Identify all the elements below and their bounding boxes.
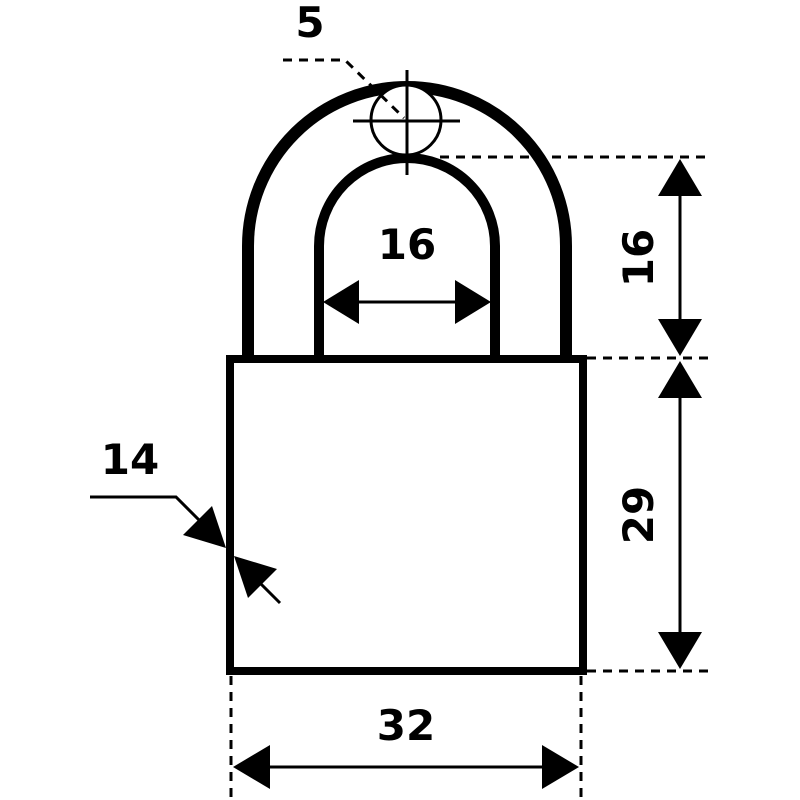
label-body-width: 32: [377, 701, 435, 750]
label-shackle-inner-width: 16: [378, 220, 436, 269]
arrowhead: [658, 319, 702, 356]
label-body-thickness: 14: [101, 435, 159, 484]
arrowhead: [658, 361, 702, 398]
arrowhead: [234, 556, 277, 598]
padlock-body: [226, 355, 587, 675]
arrowhead: [658, 632, 702, 669]
leader-diameter: [283, 58, 406, 120]
arrowhead: [323, 280, 359, 324]
arrowhead: [542, 745, 579, 789]
label-body-height: 29: [614, 486, 663, 544]
arrowhead: [183, 506, 226, 548]
arrowhead: [658, 159, 702, 196]
label-shackle-diameter: 5: [295, 0, 324, 47]
arrowhead: [233, 745, 270, 789]
label-shackle-clearance: 16: [614, 229, 663, 287]
arrowhead: [455, 280, 491, 324]
